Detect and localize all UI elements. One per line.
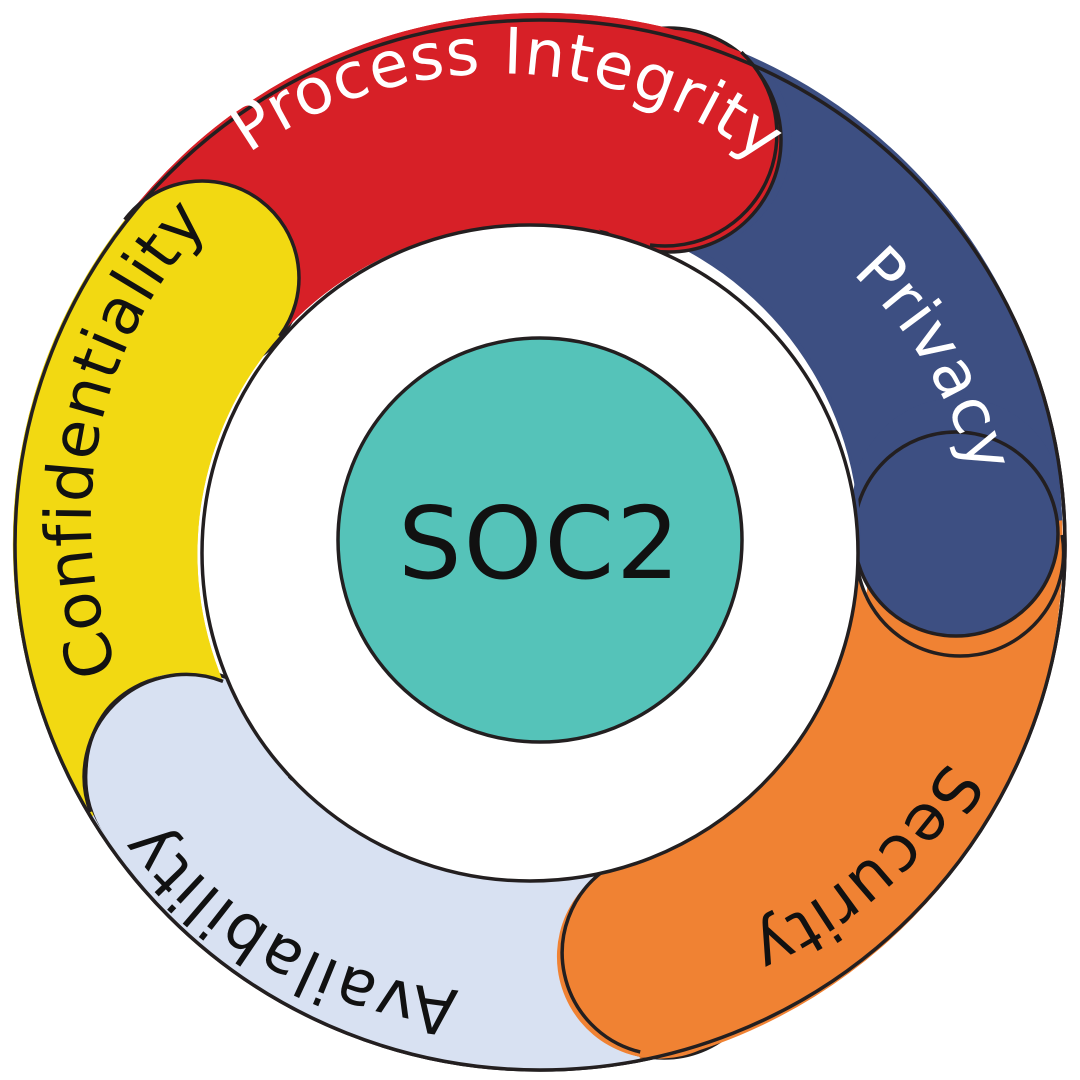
segment-security-overlay: [556, 535, 1064, 1059]
segment-confidentiality-overlay: [12, 181, 299, 819]
segment-process-integrity-overlay: [124, 12, 777, 336]
seam-privacy-to-security: [856, 534, 1066, 658]
center-label: SOC2: [398, 485, 682, 602]
ring-outer-outline: [13, 18, 1067, 1072]
seam-confidentiality-to-process: [123, 179, 301, 338]
seam-process-to-privacy: [649, 50, 779, 248]
seam-availability-to-confidentiality: [82, 672, 224, 813]
segment-availability-overlay: [87, 675, 641, 1070]
segment-privacy-overlay: [700, 62, 1063, 575]
center-circle: [336, 336, 744, 744]
seam-security-to-availability: [560, 870, 641, 1054]
